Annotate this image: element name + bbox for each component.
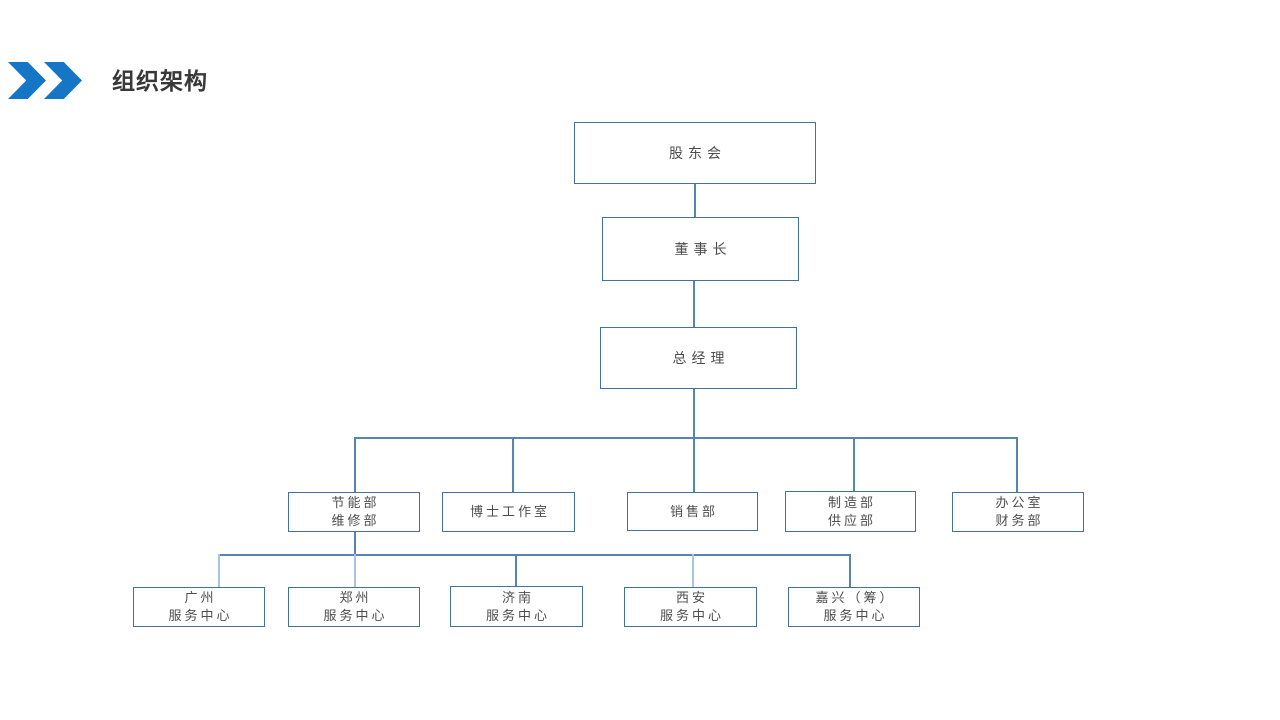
org-box-label: 总经理 [672, 350, 730, 366]
org-box-label: 办公室 [995, 495, 1044, 510]
connector-drop-dept-1 [354, 437, 356, 492]
org-box-service-center-jinan: 济南 服务中心 [450, 586, 583, 627]
connector-drop-dept-4 [853, 437, 855, 491]
connector-service-rail [218, 554, 850, 556]
connector-dept1-down [354, 532, 356, 554]
org-box-label: 董事长 [674, 241, 732, 257]
connector-drop-dept-5 [1016, 437, 1018, 492]
org-box-dept-manufacturing-supply: 制造部 供应部 [785, 491, 916, 532]
org-box-chairman: 董事长 [602, 217, 799, 281]
org-box-label: 西安 [675, 590, 708, 605]
connector-department-rail [354, 437, 1017, 439]
org-box-shareholders: 股东会 [574, 122, 816, 184]
org-box-label: 服务中心 [323, 608, 388, 623]
connector-drop-service-3 [515, 554, 517, 586]
org-box-dept-office-finance: 办公室 财务部 [952, 492, 1084, 532]
org-box-label: 制造部 [827, 494, 876, 510]
org-box-label: 股东会 [669, 145, 726, 161]
connector-gm-trunk [693, 389, 695, 437]
slide-title: 组织架构 [112, 68, 208, 94]
connector-drop-service-4 [692, 554, 694, 587]
org-box-label: 博士工作室 [469, 504, 550, 519]
org-box-service-center-xian: 西安 服务中心 [624, 587, 757, 627]
org-box-label: 郑州 [339, 590, 372, 605]
org-box-label: 广州 [184, 590, 217, 605]
org-box-dept-doctor-studio: 博士工作室 [442, 492, 575, 532]
org-box-dept-energy-maintenance: 节能部 维修部 [288, 492, 420, 532]
connector-chairman-gm [693, 281, 695, 327]
org-box-label: 维修部 [331, 513, 380, 528]
org-box-service-center-jiaxing: 嘉兴（筹） 服务中心 [788, 587, 920, 627]
org-box-label: 销售部 [669, 503, 718, 519]
org-box-service-center-guangzhou: 广州 服务中心 [133, 587, 265, 627]
connector-drop-service-5 [849, 554, 851, 587]
org-box-label: 节能部 [331, 495, 380, 510]
org-box-dept-sales: 销售部 [627, 492, 758, 531]
org-box-label: 服务中心 [485, 607, 550, 623]
connector-drop-service-1 [218, 554, 220, 587]
org-box-label: 服务中心 [823, 608, 888, 623]
org-box-service-center-zhengzhou: 郑州 服务中心 [288, 587, 420, 627]
org-box-label: 济南 [501, 589, 534, 605]
chevron-right-icon [44, 62, 82, 99]
org-box-general-manager: 总经理 [600, 327, 797, 389]
org-box-label: 嘉兴（筹） [815, 590, 896, 605]
org-box-label: 服务中心 [659, 608, 724, 623]
connector-drop-service-2 [354, 554, 356, 587]
org-box-label: 财务部 [995, 513, 1044, 528]
org-box-label: 供应部 [827, 512, 876, 528]
chevron-right-icon [8, 62, 46, 99]
org-box-label: 服务中心 [168, 608, 233, 623]
connector-drop-dept-3 [693, 437, 695, 492]
connector-shareholders-chairman [694, 184, 696, 217]
connector-drop-dept-2 [512, 437, 514, 492]
